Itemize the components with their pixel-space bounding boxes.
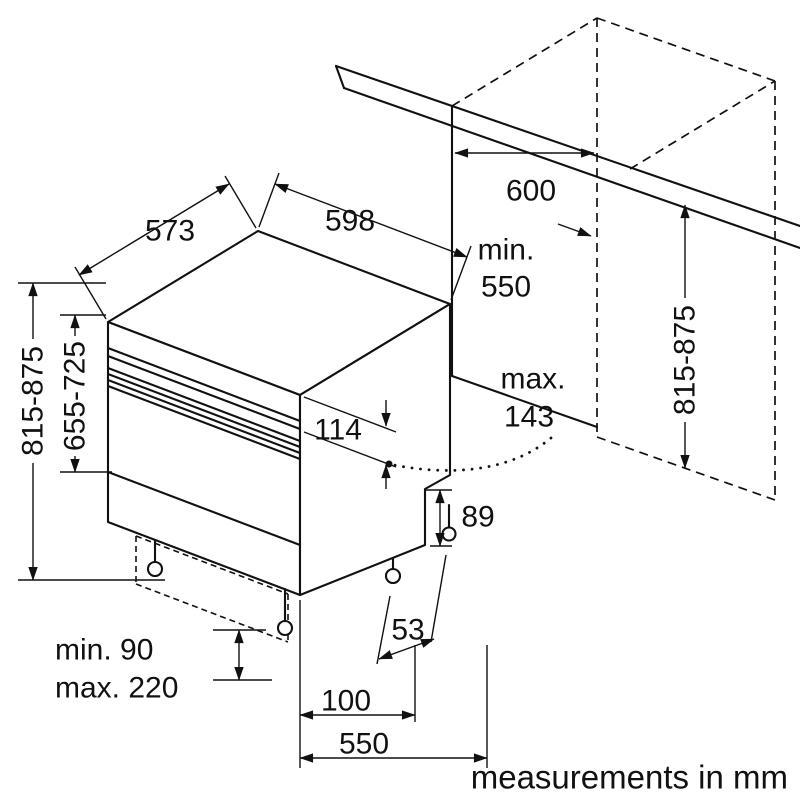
dim-rear-foot-inset: 53 <box>391 614 424 647</box>
leader-dotted-line <box>392 436 553 472</box>
dim-worktop-depth: 600 <box>506 175 556 208</box>
niche-cabinet-dashed-outline <box>451 17 776 501</box>
dimension-lines <box>18 148 690 768</box>
dim-niche-depth-min-word: min. <box>478 234 535 267</box>
dim-niche-depth-min-value: 550 <box>481 271 531 304</box>
dim-plinth-max: max. 220 <box>55 672 178 705</box>
dishwasher <box>106 229 457 643</box>
dim-appliance-depth: 550 <box>339 728 389 761</box>
dim-furniture-door-height: 655-725 <box>59 341 92 451</box>
dim-top-width-right: 598 <box>325 205 375 238</box>
dim-plinth-min: min. 90 <box>55 634 153 667</box>
label-backgrounds <box>16 298 702 463</box>
dim-panel-overhang-max-value: 143 <box>504 401 554 434</box>
foot-side-rear <box>441 526 457 542</box>
dishwasher-side-face <box>298 302 452 597</box>
dim-control-panel-height: 114 <box>314 414 362 447</box>
dim-panel-overhang-max-word: max. <box>500 363 565 396</box>
dim-niche-height: 815-875 <box>669 305 702 415</box>
dim-rear-base-height: 89 <box>461 501 494 534</box>
foot-front-right <box>276 619 294 637</box>
units-note: measurements in mm <box>471 759 788 796</box>
dimension-labels: 573 598 600 min. 550 815-875 815-875 655… <box>17 175 789 796</box>
dim-front-foot-inset: 100 <box>321 685 371 718</box>
leader-dot <box>385 460 393 468</box>
dim-top-width-left: 573 <box>145 215 195 248</box>
foot-front-left <box>146 560 164 578</box>
dishwasher-front-panel-lines <box>106 346 302 547</box>
foot-side-front <box>384 567 402 585</box>
dim-appliance-height: 815-875 <box>17 346 50 456</box>
worktop <box>334 64 800 250</box>
